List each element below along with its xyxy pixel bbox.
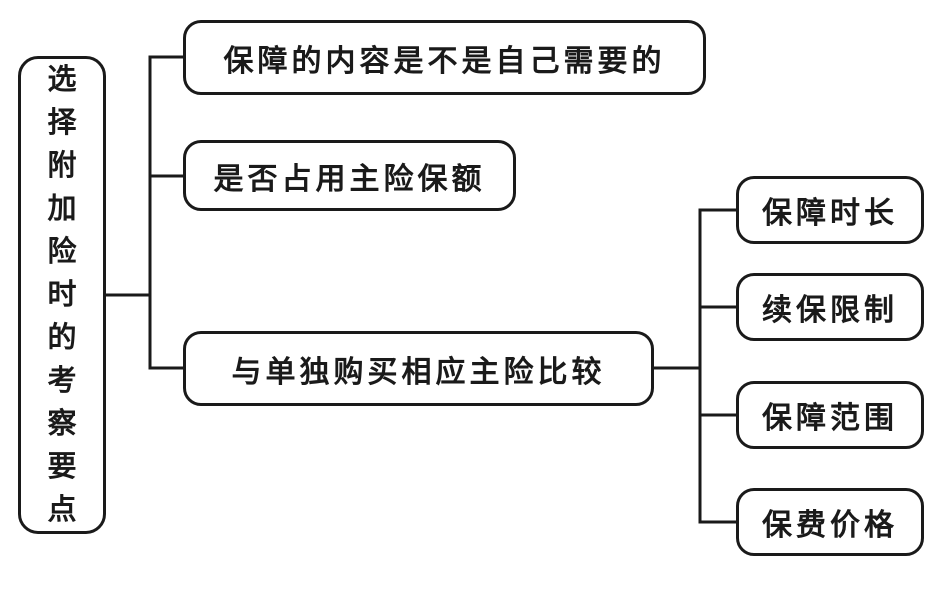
leaf-node-premium-price: 保费价格 (736, 488, 924, 556)
leaf-node-label: 保障时长 (762, 197, 898, 230)
branch-node-coverage-content: 保障的内容是不是自己需要的 (183, 20, 706, 95)
branch-node-compare-with-main-policy: 与单独购买相应主险比较 (183, 331, 654, 406)
leaf-node-renewal-restriction: 续保限制 (736, 273, 924, 341)
branch-node-label: 是否占用主险保额 (213, 162, 486, 196)
leaf-node-coverage-duration: 保障时长 (736, 176, 924, 244)
branch-node-label: 保障的内容是不是自己需要的 (223, 44, 666, 78)
leaf-node-coverage-scope: 保障范围 (736, 381, 924, 449)
branch-node-main-policy-amount: 是否占用主险保额 (183, 140, 516, 211)
leaf-node-label: 保障范围 (762, 402, 898, 435)
root-node: 选择附加险时的考察要点 (18, 56, 106, 534)
leaf-node-label: 保费价格 (762, 509, 898, 542)
leaf-node-label: 续保限制 (762, 294, 898, 327)
root-node-label: 选择附加险时的考察要点 (47, 63, 77, 526)
branch-node-label: 与单独购买相应主险比较 (231, 355, 606, 389)
